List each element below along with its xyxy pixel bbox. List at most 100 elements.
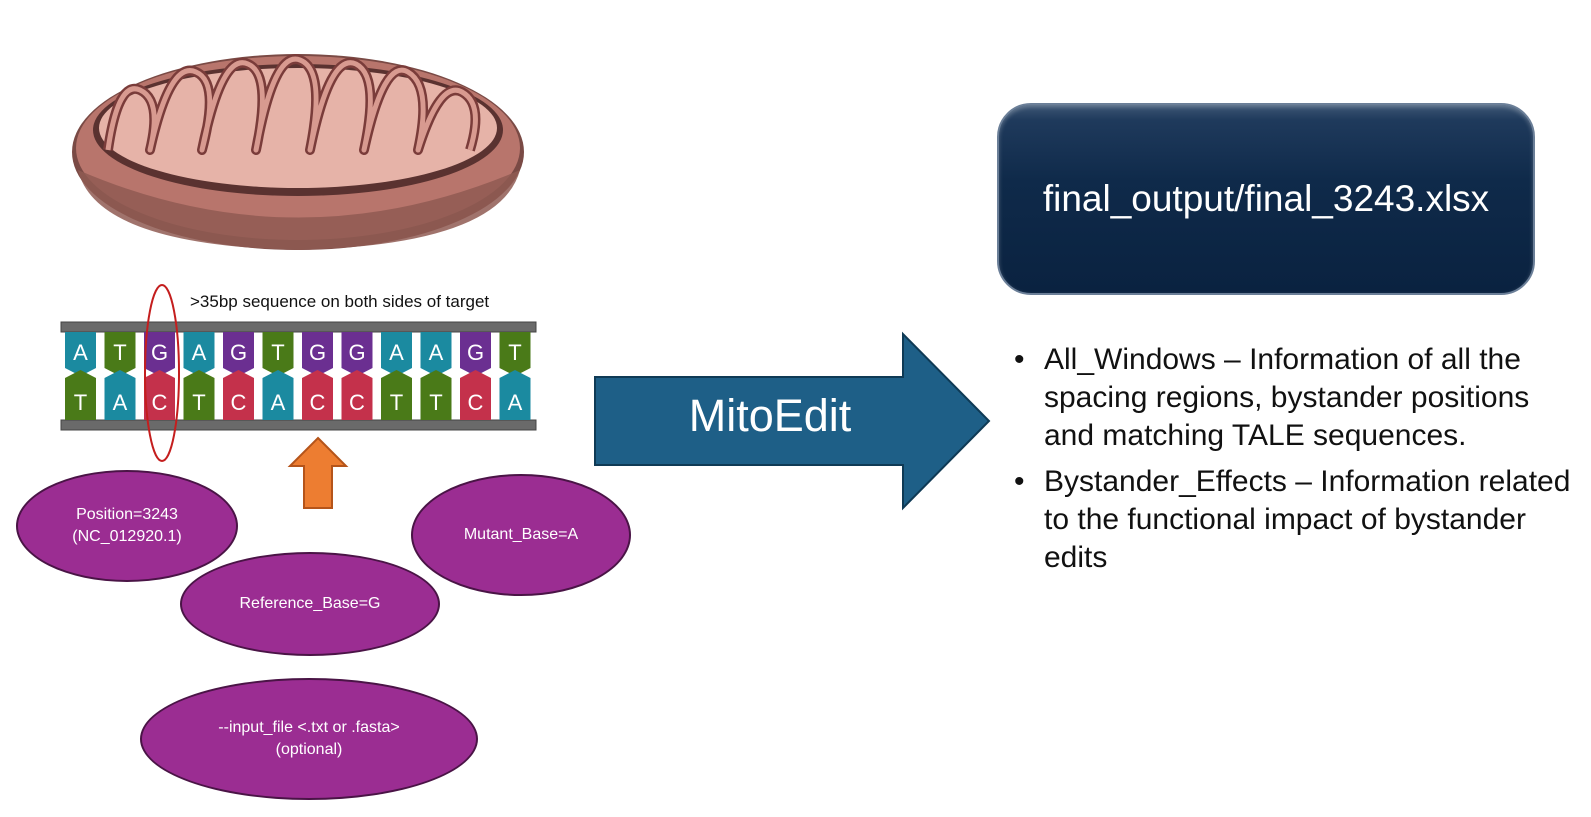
bottom-strand-base-letter: T: [192, 390, 205, 415]
bottom-strand-base-11: C: [460, 370, 491, 420]
top-strand-base-tile: [302, 332, 333, 376]
top-strand-base-tile: [144, 332, 175, 376]
bottom-strand-base-tile: [460, 370, 491, 420]
output-sheets-list: • All_Windows – Information of all the s…: [1014, 341, 1574, 585]
top-strand-base-11: G: [460, 332, 491, 376]
top-strand-base-8: G: [341, 332, 373, 376]
bottom-strand-base-tile: [183, 370, 215, 420]
dna-backbone-bottom: [60, 419, 537, 431]
bottom-strand-base-letter: C: [231, 390, 247, 415]
dna-backbone-top: [60, 321, 537, 333]
sheet-description-bystander-effects: Bystander_Effects – Information related …: [1044, 465, 1571, 574]
bottom-strand-base-6: A: [262, 370, 294, 420]
top-strand-base-letter: A: [389, 340, 404, 365]
reference-base-text: Reference_Base=G: [239, 595, 381, 613]
bottom-strand-base-5: C: [223, 370, 254, 420]
top-strand-base-tile: [460, 332, 491, 376]
bottom-strand-base-tile: [65, 370, 96, 420]
top-strand-base-1: A: [65, 332, 96, 376]
top-strand-base-6: T: [262, 332, 294, 376]
input-file-ellipse: --input_file <.txt or .fasta> (optional): [140, 678, 478, 800]
top-strand-base-2: T: [104, 332, 136, 376]
bullet-icon: •: [1014, 465, 1025, 498]
position-param-text: Position=3243: [76, 506, 178, 524]
mutant-base-ellipse: Mutant_Base=A: [411, 474, 631, 596]
bottom-strand-base-letter: C: [310, 390, 326, 415]
position-param-accession: (NC_012920.1): [72, 528, 182, 545]
top-strand-base-letter: G: [309, 340, 326, 365]
top-strand-base-12: T: [499, 332, 531, 376]
bottom-strand-base-4: T: [183, 370, 215, 420]
mitochondrion-icon: [72, 54, 524, 250]
top-strand-base-4: A: [183, 332, 215, 376]
bottom-strand-base-tile: [302, 370, 333, 420]
top-strand-base-10: A: [420, 332, 452, 376]
sequence-label: >35bp sequence on both sides of target: [190, 292, 490, 311]
bottom-strand-base-letter: T: [390, 390, 403, 415]
top-strand-base-letter: A: [429, 340, 444, 365]
top-strand-base-letter: G: [151, 340, 168, 365]
top-strand-base-tile: [183, 332, 215, 376]
top-strand-base-letter: T: [508, 340, 521, 365]
bottom-strand-base-letter: T: [74, 390, 87, 415]
bottom-strand-base-letter: T: [429, 390, 442, 415]
top-strand-base-tile: [223, 332, 254, 376]
top-strand-base-3: G: [144, 332, 175, 376]
mutant-base-text: Mutant_Base=A: [463, 526, 579, 544]
output-file-box: final_output/final_3243.xlsx: [997, 103, 1535, 295]
position-param-ellipse: Position=3243 (NC_012920.1): [16, 470, 238, 582]
top-strand-base-tile: [499, 332, 531, 376]
top-strand-base-letter: G: [230, 340, 247, 365]
bottom-strand-base-letter: C: [152, 390, 168, 415]
bottom-strand-base-tile: [262, 370, 294, 420]
top-strand-base-9: A: [381, 332, 412, 376]
process-arrow-icon: [594, 331, 991, 511]
bottom-strand-base-letter: A: [113, 390, 128, 415]
bottom-strand-base-letter: A: [508, 390, 523, 415]
sheet-description-all-windows: All_Windows – Information of all the spa…: [1044, 343, 1530, 452]
bottom-strand-base-10: T: [420, 370, 452, 420]
bullet-icon: •: [1014, 343, 1025, 376]
bottom-strand-base-tile: [381, 370, 412, 420]
top-strand-base-letter: G: [467, 340, 484, 365]
top-strand-base-7: G: [302, 332, 333, 376]
top-strand-base-tile: [420, 332, 452, 376]
bottom-strand-base-2: A: [104, 370, 136, 420]
top-strand-base-tile: [262, 332, 294, 376]
top-strand-base-tile: [341, 332, 373, 376]
top-strand-base-tile: [381, 332, 412, 376]
top-strand-base-5: G: [223, 332, 254, 376]
bottom-strand-base-tile: [104, 370, 136, 420]
bottom-strand-base-8: C: [341, 370, 373, 420]
input-file-text: --input_file <.txt or .fasta>: [218, 719, 400, 737]
top-strand-base-letter: T: [271, 340, 284, 365]
up-arrow-icon: [287, 436, 349, 509]
top-strand-base-tile: [65, 332, 96, 376]
bottom-strand-base-12: A: [499, 370, 531, 420]
bottom-strand-base-letter: C: [349, 390, 365, 415]
bottom-strand-base-7: C: [302, 370, 333, 420]
output-file-path: final_output/final_3243.xlsx: [1042, 178, 1490, 219]
bottom-strand-base-letter: C: [468, 390, 484, 415]
top-strand-base-letter: T: [113, 340, 126, 365]
bottom-strand-base-1: T: [65, 370, 96, 420]
bottom-strand-base-tile: [499, 370, 531, 420]
bottom-strand-base-tile: [144, 370, 175, 420]
bottom-strand-base-tile: [420, 370, 452, 420]
bottom-strand-base-3: C: [144, 370, 175, 420]
tool-name-label: MitoEdit: [688, 390, 852, 441]
bottom-strand-base-9: T: [381, 370, 412, 420]
reference-base-ellipse: Reference_Base=G: [180, 552, 440, 656]
top-strand-base-letter: A: [192, 340, 207, 365]
target-base-highlight-ring: [144, 284, 180, 462]
bottom-strand-base-tile: [341, 370, 373, 420]
list-item: • Bystander_Effects – Information relate…: [1014, 463, 1574, 577]
input-file-optional-note: (optional): [275, 741, 343, 758]
top-strand-base-letter: G: [348, 340, 365, 365]
top-strand-base-letter: A: [73, 340, 88, 365]
bottom-strand-base-tile: [223, 370, 254, 420]
list-item: • All_Windows – Information of all the s…: [1014, 341, 1574, 455]
top-strand-base-tile: [104, 332, 136, 376]
